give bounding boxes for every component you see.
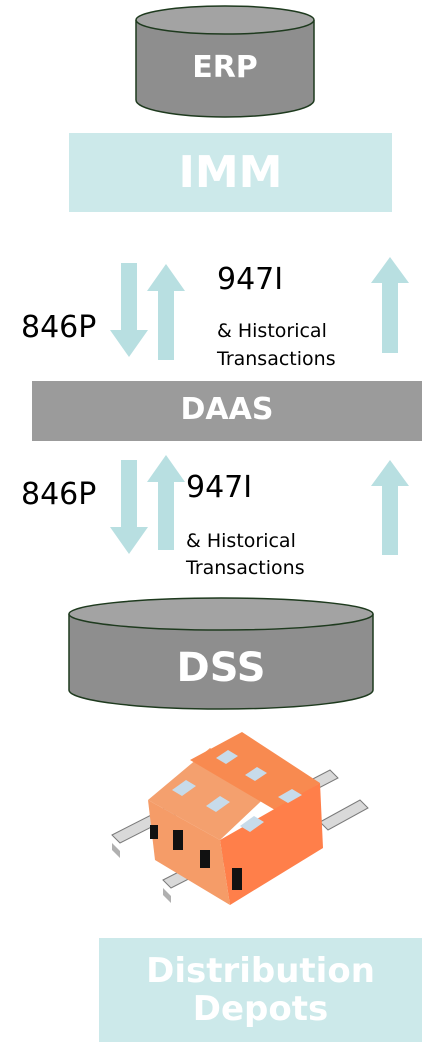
lower-down-arrow-846p — [110, 460, 148, 554]
lower-846p-label: 846P — [21, 477, 97, 512]
upper-up-arrow-historical — [371, 257, 409, 353]
lower-947i-label: 947I — [186, 470, 253, 505]
lower-historical-line2: Transactions — [186, 557, 305, 579]
erp-database-cylinder — [135, 5, 315, 118]
depots-label-line1: Distribution — [146, 950, 375, 991]
imm-label: IMM — [178, 147, 283, 198]
lower-historical-line1: & Historical — [186, 530, 296, 552]
dss-database-cylinder — [68, 597, 374, 710]
daas-label: DAAS — [180, 392, 274, 427]
lower-up-arrow-947i — [147, 455, 185, 550]
depots-label-line2: Depots — [192, 989, 329, 1029]
upper-historical-line2: Transactions — [217, 348, 336, 370]
upper-846p-label: 846P — [21, 310, 97, 345]
upper-up-arrow-947i — [147, 264, 185, 360]
upper-down-arrow-846p — [110, 263, 148, 357]
erp-label: ERP — [192, 50, 258, 85]
warehouse-building-icon — [111, 732, 369, 905]
daas-bar — [32, 381, 422, 441]
upper-947i-label: 947I — [217, 262, 284, 297]
upper-historical-line1: & Historical — [217, 320, 327, 342]
distribution-depots-box: Distribution Depots — [99, 938, 422, 1042]
dss-label: DSS — [176, 645, 266, 691]
imm-box: IMM — [69, 133, 392, 212]
lower-up-arrow-historical — [371, 460, 409, 555]
